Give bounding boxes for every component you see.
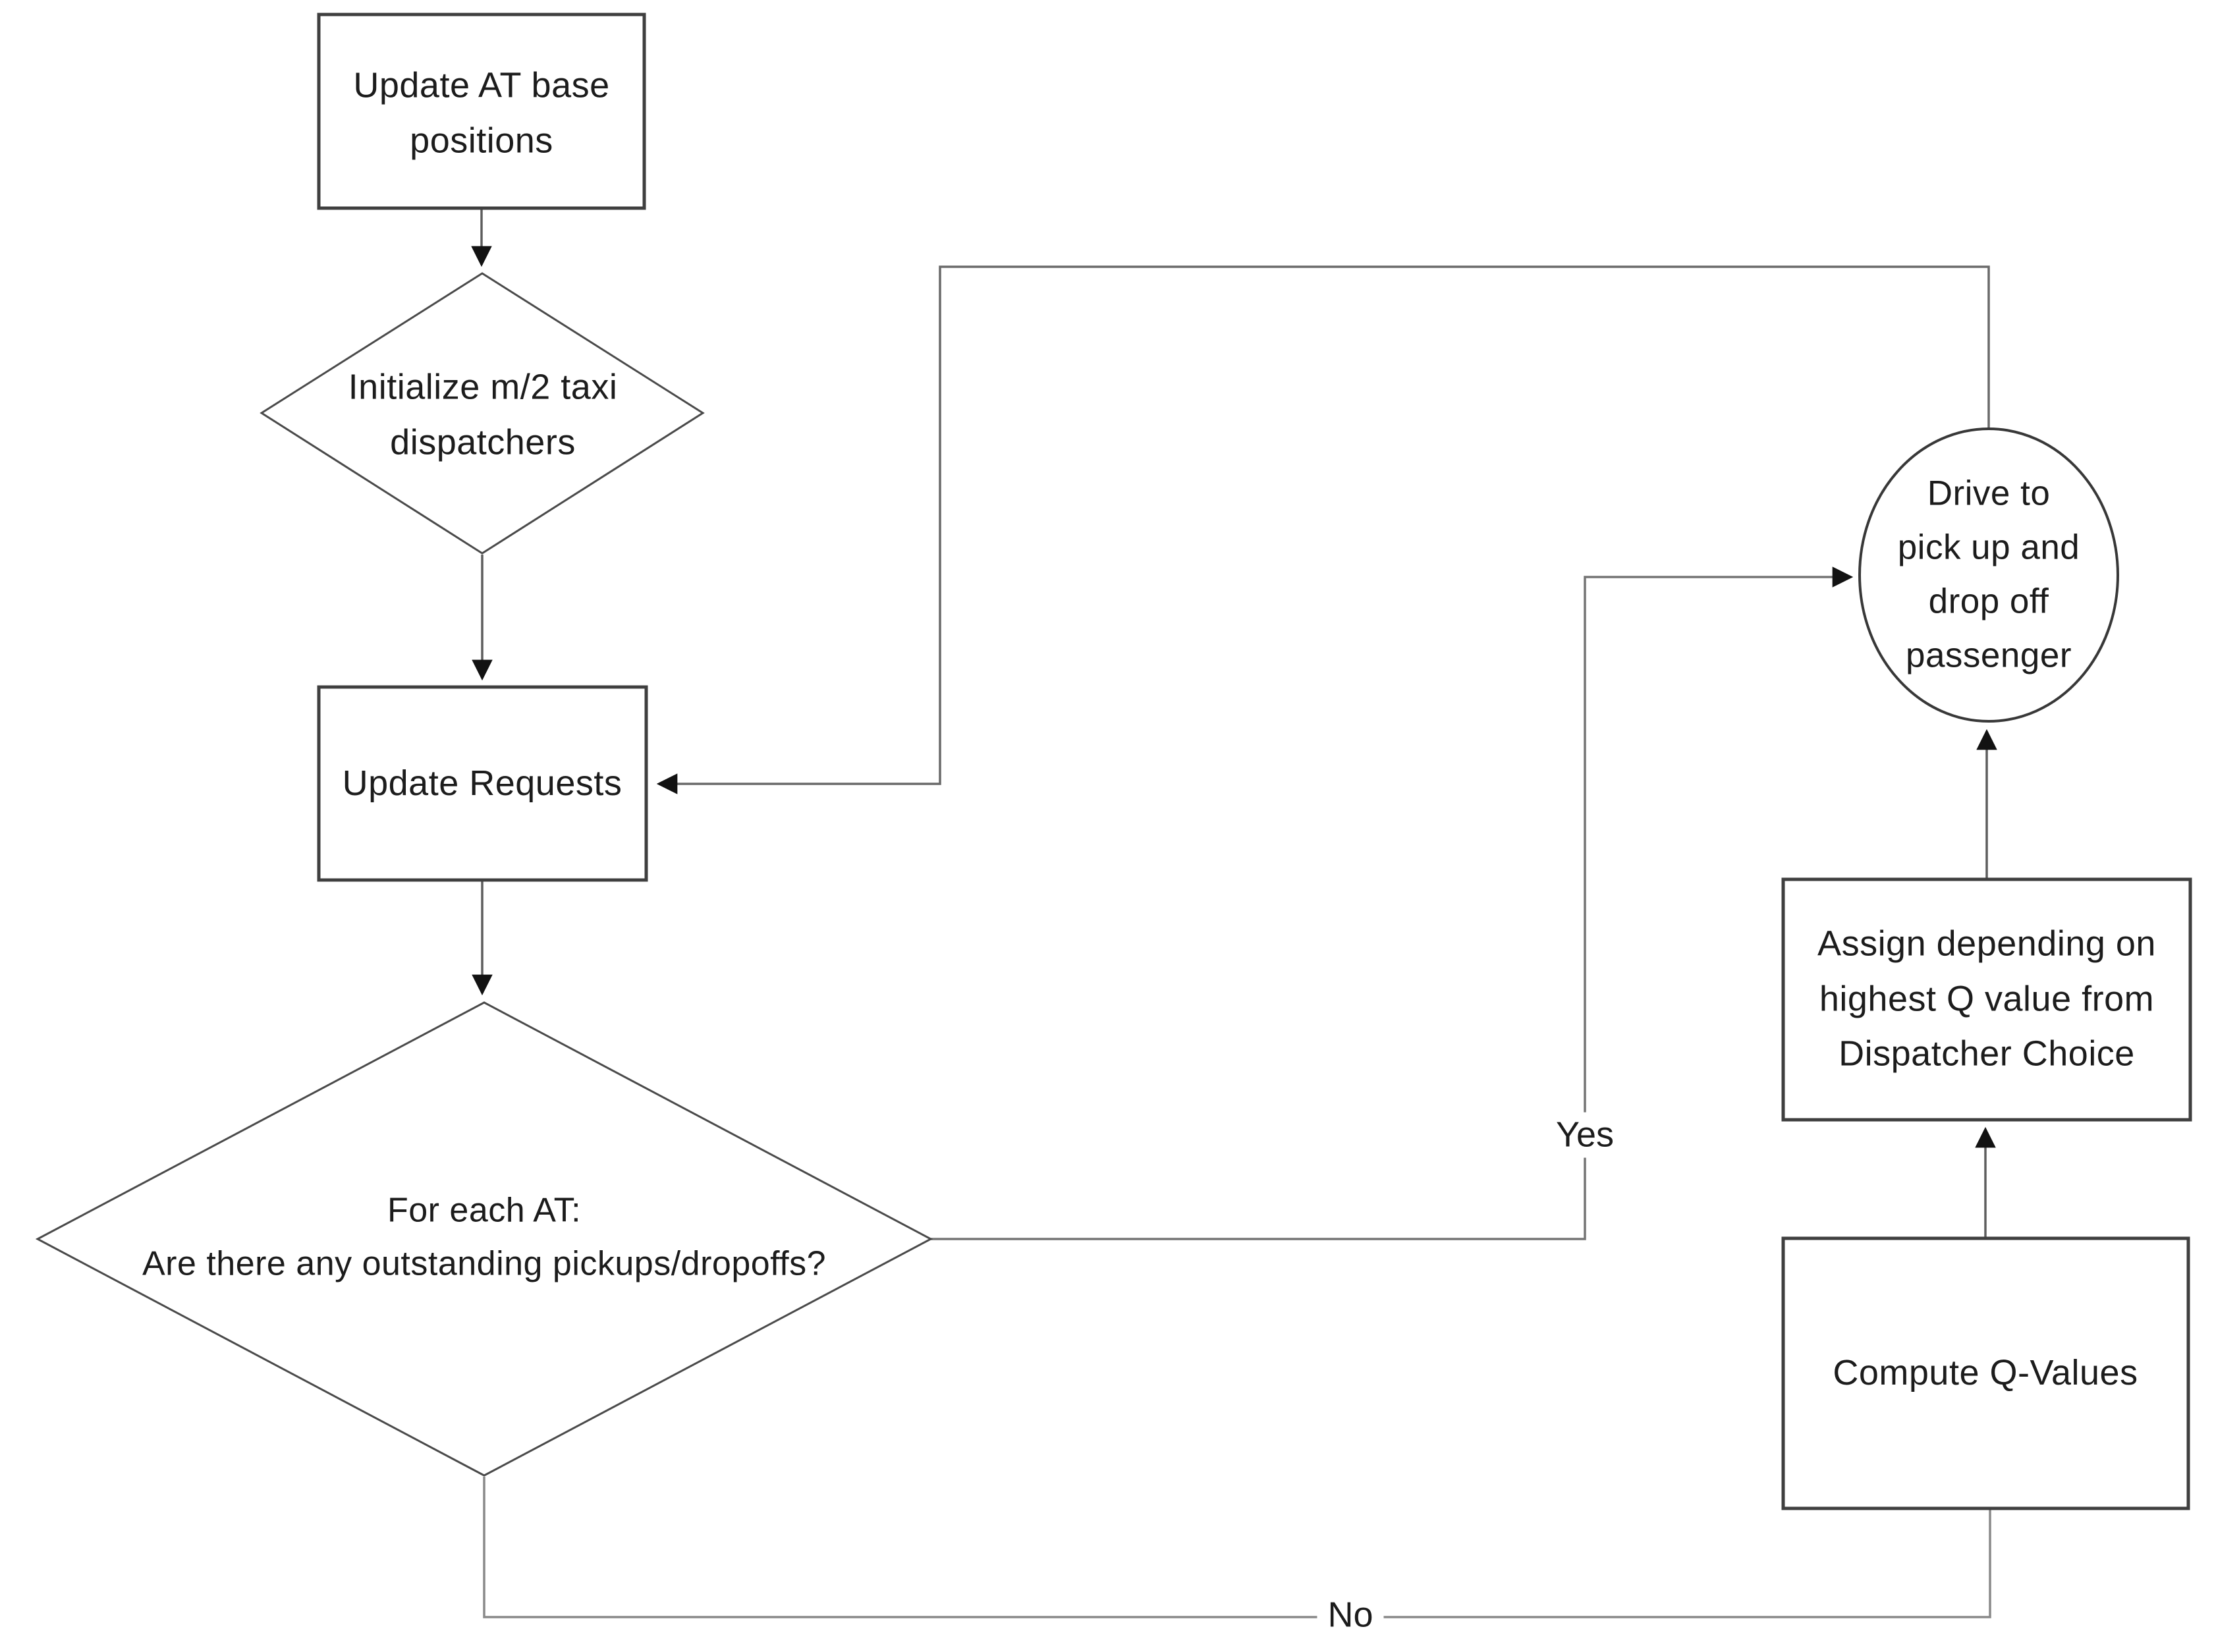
node-update-at-base-positions [317,13,646,210]
node-outstanding-check-diamond [35,1001,933,1477]
edge-no-outstandingcheck-to-computeq [483,1477,1991,1618]
label-outstanding-check: For each AT: Are there any outstanding p… [142,1191,827,1282]
label-update-requests: Update Requests [342,763,623,804]
node-assign-dispatcher-choice [1781,877,2192,1122]
label-assign-dispatcher-choice: Assign depending on highest Q value from… [1817,923,2156,1074]
label-drive-pickup-dropoff: Drive to pick up and drop off passenger [1897,474,2080,676]
label-initialize-dispatchers: Initialize m/2 taxi dispatchers [348,367,618,462]
node-update-requests [317,685,648,882]
edge-label-no: No [1317,1592,1384,1638]
node-compute-q-values [1781,1236,2190,1510]
node-drive-pickup-dropoff-ellipse [1858,427,2119,723]
edge-drive-to-updaterequests-loop [656,265,1990,794]
edge-yes-outstandingcheck-to-drive [931,566,1854,1240]
label-update-at-base-positions: Update AT base positions [353,65,610,160]
label-compute-q-values: Compute Q-Values [1833,1353,2138,1393]
edge-label-yes: Yes [1545,1112,1625,1158]
node-initialize-dispatchers-diamond [260,272,705,555]
